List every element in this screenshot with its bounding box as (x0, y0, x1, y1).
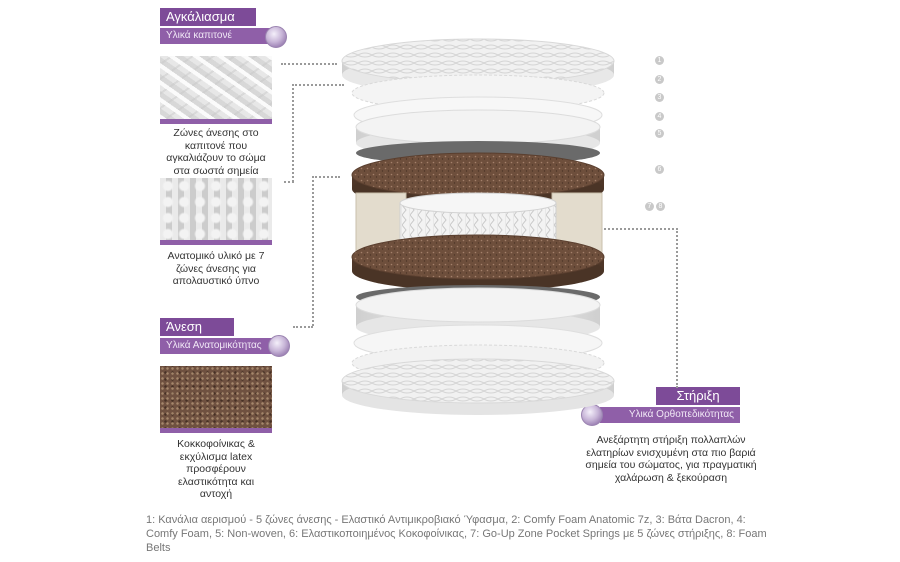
leader-line (281, 63, 337, 65)
section-title-embrace: Αγκάλιασμα (160, 8, 256, 26)
description-coconut-latex: Κοκκοφοίνικας & εκχύλισμα latex προσφέρο… (177, 438, 255, 500)
layer-number-6: 6 (655, 165, 664, 174)
leader-line (312, 176, 314, 326)
coconut-fiber-texture (160, 366, 272, 433)
layer-number-2: 2 (655, 75, 664, 84)
section-title-comfort: Άνεση (160, 318, 234, 336)
anatomic-foam-texture (160, 178, 272, 245)
section-subtitle-comfort: Υλικά Ανατομικότητας (160, 338, 282, 354)
layer-number-4: 4 (655, 112, 664, 121)
sphere-badge-icon (265, 26, 287, 48)
leader-line (600, 228, 678, 230)
section-subtitle-embrace: Υλικά καπιτονέ (160, 28, 272, 44)
layer-comfy-foam (355, 109, 601, 145)
description-quilting-zones: Ζώνες άνεσης στο καπιτονέ που αγκαλιάζου… (166, 127, 266, 177)
quilted-fabric-texture (160, 56, 272, 124)
layer-pocket-springs-top (399, 192, 557, 214)
leader-line (293, 326, 313, 328)
layer-number-3: 3 (655, 93, 664, 102)
leader-line (292, 84, 294, 182)
layers-legend: 1: Κανάλια αερισμού - 5 ζώνες άνεσης - Ε… (146, 514, 767, 554)
leader-line (284, 181, 294, 183)
layer-number-5: 5 (655, 129, 664, 138)
layer-coconut-top (351, 152, 605, 198)
leader-line (292, 84, 344, 86)
layer-number-1: 1 (655, 56, 664, 65)
layer-coconut-bottom (351, 234, 605, 280)
layer-number-8: 8 (656, 202, 665, 211)
section-subtitle-support: Υλικά Ορθοπεδικότητας (600, 407, 740, 423)
description-anatomic-material: Ανατομικό υλικό με 7 ζώνες άνεσης για απ… (167, 250, 265, 287)
sphere-badge-icon (268, 335, 290, 357)
leader-line (312, 176, 340, 178)
layer-quilted-bottom (341, 358, 615, 404)
layer-comfy-foam-bottom-top (355, 287, 601, 323)
description-pocket-springs: Ανεξάρτητη στήριξη πολλαπλών ελατηρίων ε… (585, 434, 757, 484)
leader-line (676, 228, 678, 388)
layer-number-7: 7 (645, 202, 654, 211)
section-title-support: Στήριξη (656, 387, 740, 405)
mattress-layers-illustration (341, 38, 615, 415)
